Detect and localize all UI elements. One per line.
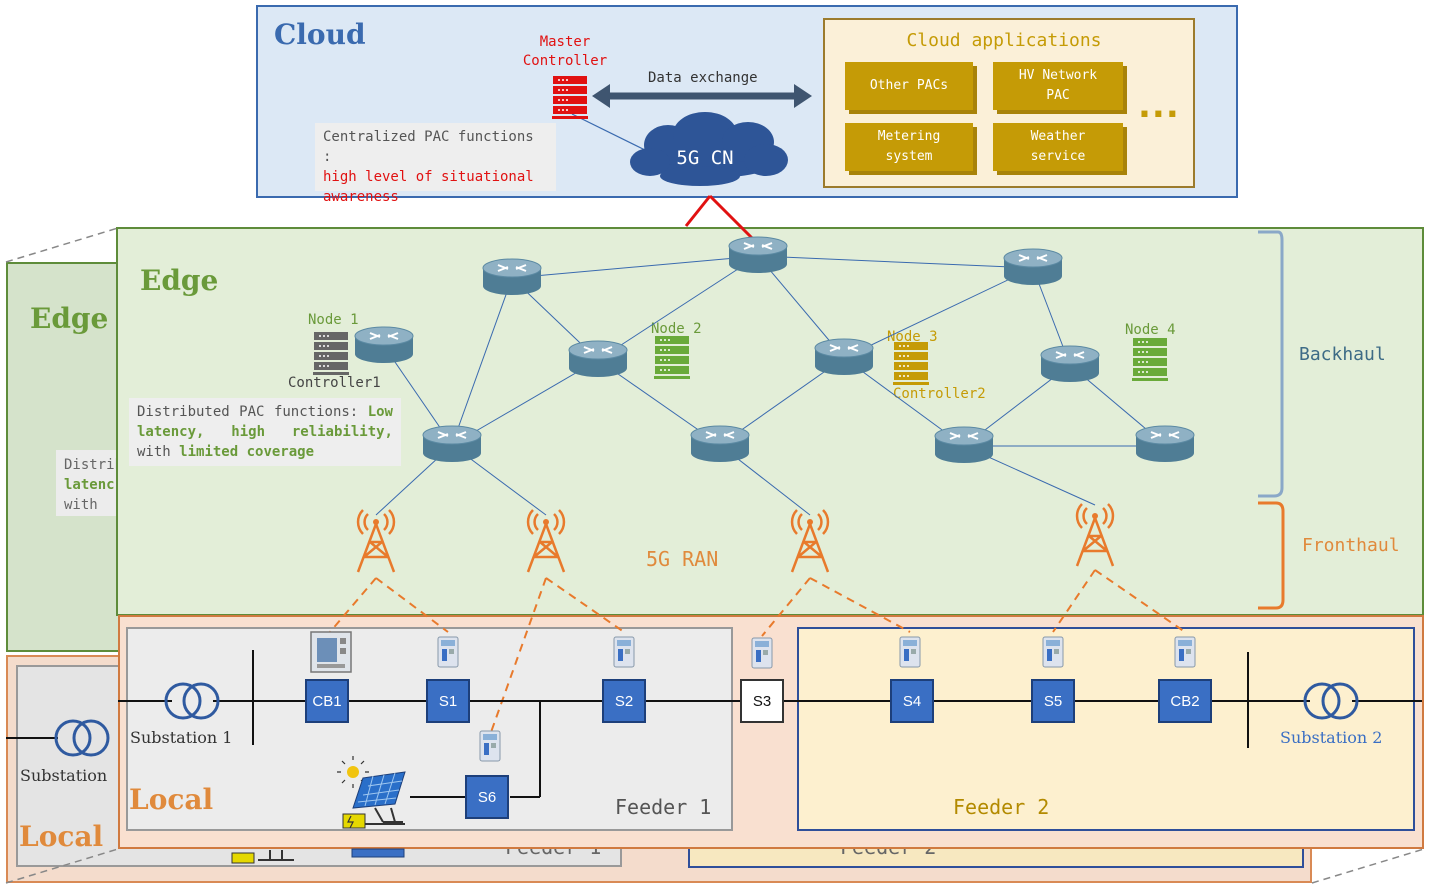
app-hv-network-pac: HV Network PAC [993, 62, 1123, 110]
router-icon [482, 258, 542, 296]
back-edge-info-line2: latenc [64, 477, 115, 493]
switch-s5: S5 [1031, 679, 1075, 723]
router-icon [934, 426, 994, 464]
tower-icon [356, 508, 396, 574]
edge-title: Edge [140, 264, 219, 297]
ran-label: 5G RAN [646, 547, 719, 571]
back-local-title: Local [19, 820, 104, 853]
relay-icon [437, 636, 459, 668]
node4-server-icon [1131, 337, 1169, 382]
centralized-info-box: Centralized PAC functions : high level o… [315, 123, 556, 205]
switch-s2: S2 [602, 679, 646, 723]
router-icon [1003, 248, 1063, 286]
tower-icon [526, 508, 566, 574]
master-controller-server-icon [551, 75, 589, 120]
back-edge-info-box: Distrib latenc with li [56, 450, 118, 516]
back-edge-info-line1: Distrib [64, 457, 118, 473]
node2-server-icon [653, 335, 691, 380]
fronthaul-label: Fronthaul [1302, 535, 1400, 556]
switch-cb1: CB1 [305, 679, 349, 723]
distributed-prefix: Distributed PAC functions: [137, 404, 368, 420]
back-substation-label: Substation [20, 766, 108, 785]
router-icon [354, 326, 414, 364]
node2-label: Node 2 [651, 321, 702, 337]
back-transformer-icon [54, 719, 110, 757]
apps-more-dots: ... [1138, 86, 1180, 126]
node1-server-icon [312, 331, 350, 376]
distributed-highlight-2: limited coverage [179, 444, 315, 460]
controller1-label: Controller1 [288, 375, 381, 391]
backhaul-links [375, 255, 1166, 516]
relay-icon [613, 636, 635, 668]
backhaul-brace [1258, 230, 1284, 498]
switch-cb2: CB2 [1158, 679, 1212, 723]
local-title: Local [129, 783, 214, 816]
distributed-mid: with [137, 444, 180, 460]
app-metering-system: Metering system [845, 123, 973, 171]
core-network-label: 5G CN [676, 147, 733, 169]
core-network-cloud: 5G CN [630, 112, 788, 186]
data-exchange-arrow [592, 84, 812, 108]
relay-icon [899, 636, 921, 668]
fronthaul-wireless-links [329, 569, 1186, 736]
app-other-pacs: Other PACs [845, 62, 973, 110]
relay-icon [479, 730, 501, 762]
switch-s1: S1 [426, 679, 470, 723]
substation1-transformer-icon [164, 682, 220, 720]
relay-icon [1174, 636, 1196, 668]
backhaul-label: Backhaul [1299, 344, 1386, 365]
node3-label: Node 3 [887, 329, 938, 345]
tower-icon [1075, 502, 1115, 568]
router-icon [690, 425, 750, 463]
switch-s6: S6 [465, 775, 509, 819]
back-edge-info-line3: with li [64, 497, 98, 513]
feeder2-label: Feeder 2 [953, 795, 1050, 819]
distributed-highlight-1: Low latency, high reliability, [137, 404, 393, 440]
switch-s4: S4 [890, 679, 934, 723]
substation2-transformer-icon [1303, 682, 1359, 720]
relay-icon [751, 637, 773, 669]
router-icon [728, 236, 788, 274]
fronthaul-brace [1258, 501, 1285, 610]
router-icon [814, 338, 874, 376]
solar-pv-icon [337, 756, 406, 829]
substation2-label: Substation 2 [1280, 728, 1383, 747]
switch-s3: S3 [740, 679, 784, 723]
node3-server-icon [892, 341, 930, 386]
router-icon [568, 340, 628, 378]
app-weather-service: Weather service [993, 123, 1123, 171]
router-icon [422, 425, 482, 463]
distributed-info-box: Distributed PAC functions: Low latency, … [129, 398, 401, 466]
centralized-highlight: high level of situational awareness [323, 169, 534, 205]
cloud-edge-link [684, 194, 760, 246]
router-icon [1040, 345, 1100, 383]
node1-label: Node 1 [308, 312, 359, 328]
feeder1-label: Feeder 1 [615, 795, 712, 819]
cb1-controller-icon [310, 631, 352, 673]
perspective-lines [5, 227, 1425, 884]
controller2-label: Controller2 [893, 386, 986, 402]
master-controller-label: Master Controller [522, 34, 608, 69]
substation1-label: Substation 1 [130, 728, 233, 747]
back-edge-title: Edge [30, 302, 109, 335]
centralized-label: Centralized PAC functions : [323, 129, 534, 165]
relay-icon [1042, 636, 1064, 668]
cloud-apps-title: Cloud applications [906, 30, 1102, 51]
data-exchange-label: Data exchange [648, 70, 758, 86]
node4-label: Node 4 [1125, 322, 1176, 338]
router-icon [1135, 425, 1195, 463]
cloud-title: Cloud [274, 18, 366, 51]
tower-icon [790, 508, 830, 574]
